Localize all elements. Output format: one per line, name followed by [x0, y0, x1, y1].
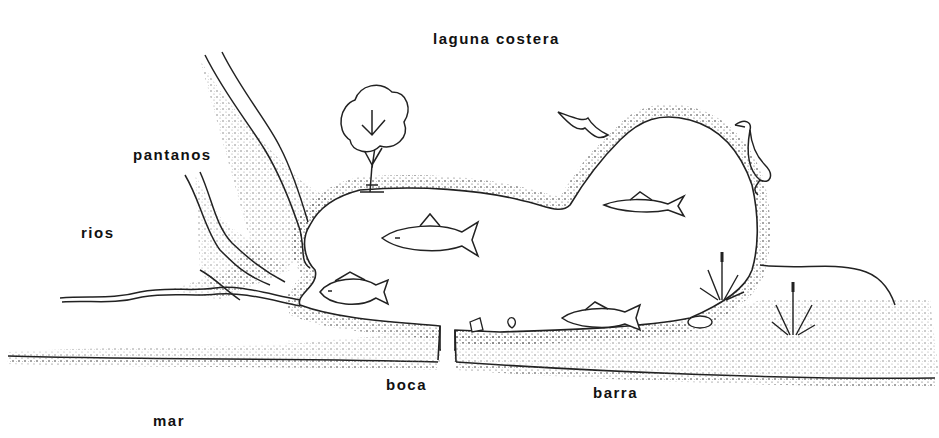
- marsh-stipple-2: [195, 175, 290, 300]
- birds: [558, 112, 770, 195]
- sea-coast-stipple: [8, 360, 935, 382]
- shells: [470, 316, 712, 332]
- boca-edges: [438, 326, 456, 362]
- fish: [320, 192, 684, 330]
- region-label: barra: [590, 384, 641, 402]
- rivers: [60, 52, 895, 306]
- marsh-plants: [700, 252, 815, 335]
- region-label: rios: [78, 224, 118, 242]
- tree: [341, 85, 408, 192]
- region-label: pantanos: [130, 146, 215, 164]
- region-label: mar: [150, 412, 188, 430]
- boca-channel: [441, 328, 454, 368]
- region-label: boca: [383, 376, 430, 394]
- diagram-title: laguna costera: [430, 30, 563, 48]
